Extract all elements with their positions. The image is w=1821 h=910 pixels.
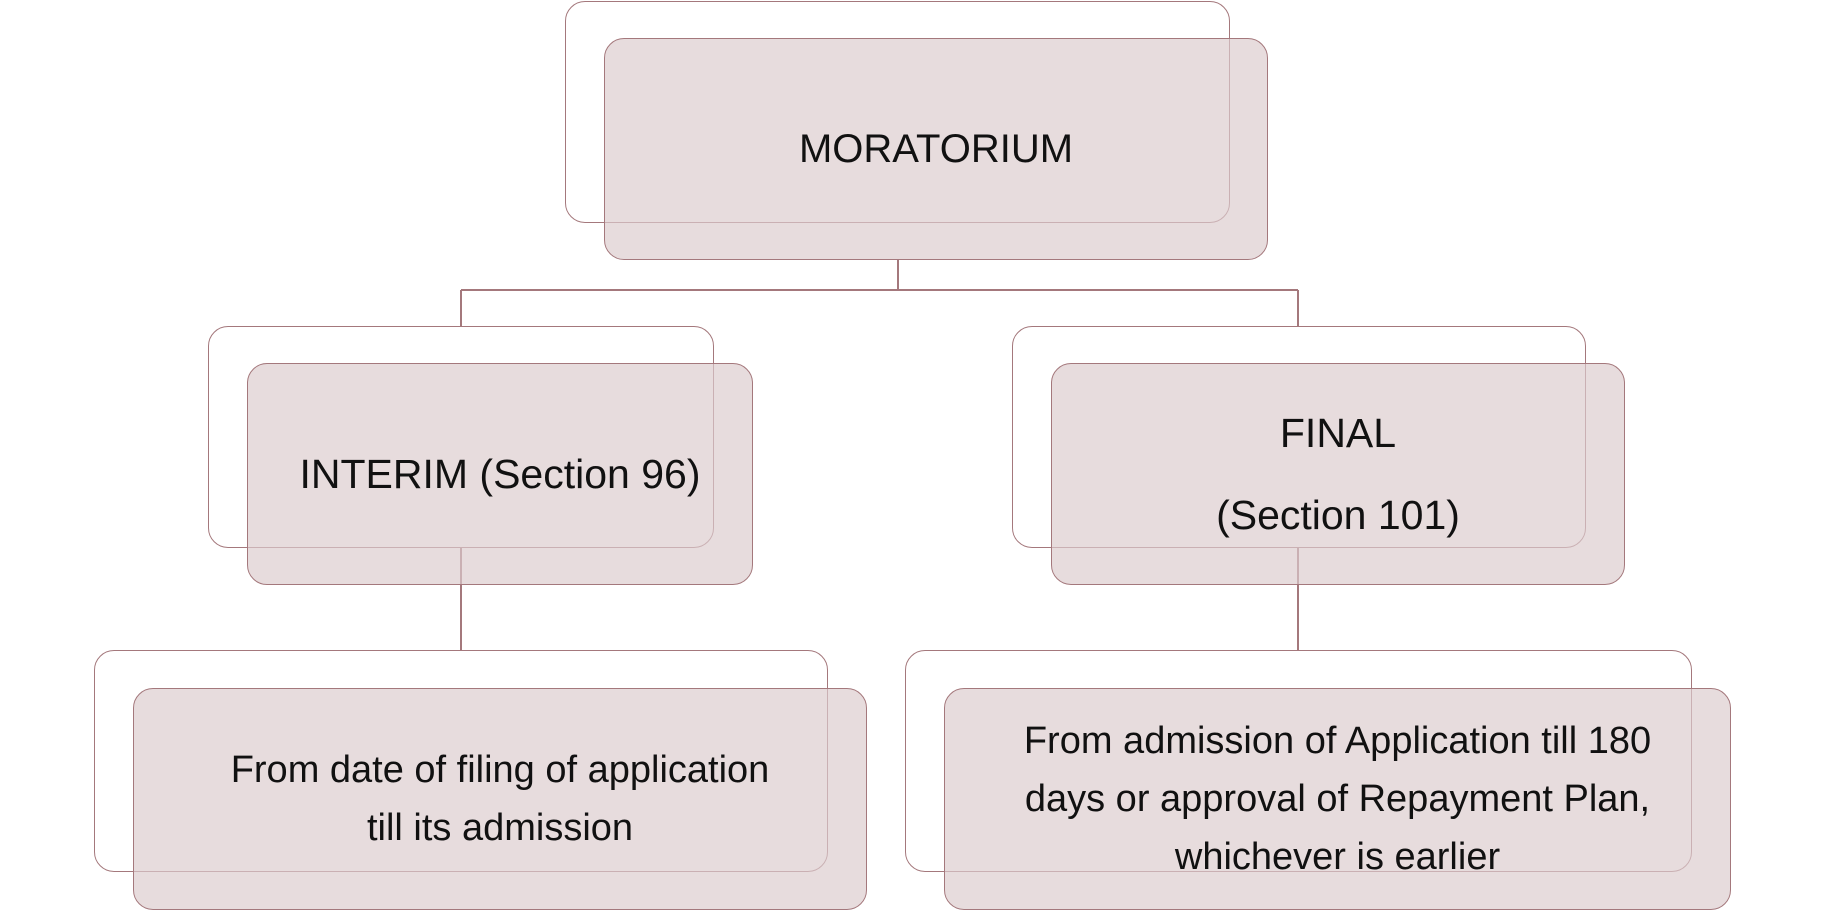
root-label: MORATORIUM [798,126,1074,171]
final-label: FINAL (Section 101) [1216,410,1460,538]
final-detail-box: From admission of Application till 180 d… [944,688,1731,910]
interim-detail-label: From date of filing of application till … [230,749,770,849]
interim-detail-box: From date of filing of application till … [133,688,867,910]
final-box: FINAL (Section 101) [1051,363,1625,585]
interim-box: INTERIM (Section 96) [247,363,753,585]
final-detail-label: From admission of Application till 180 d… [1023,720,1652,878]
root-box: MORATORIUM [604,38,1268,260]
interim-label: INTERIM (Section 96) [299,451,701,497]
